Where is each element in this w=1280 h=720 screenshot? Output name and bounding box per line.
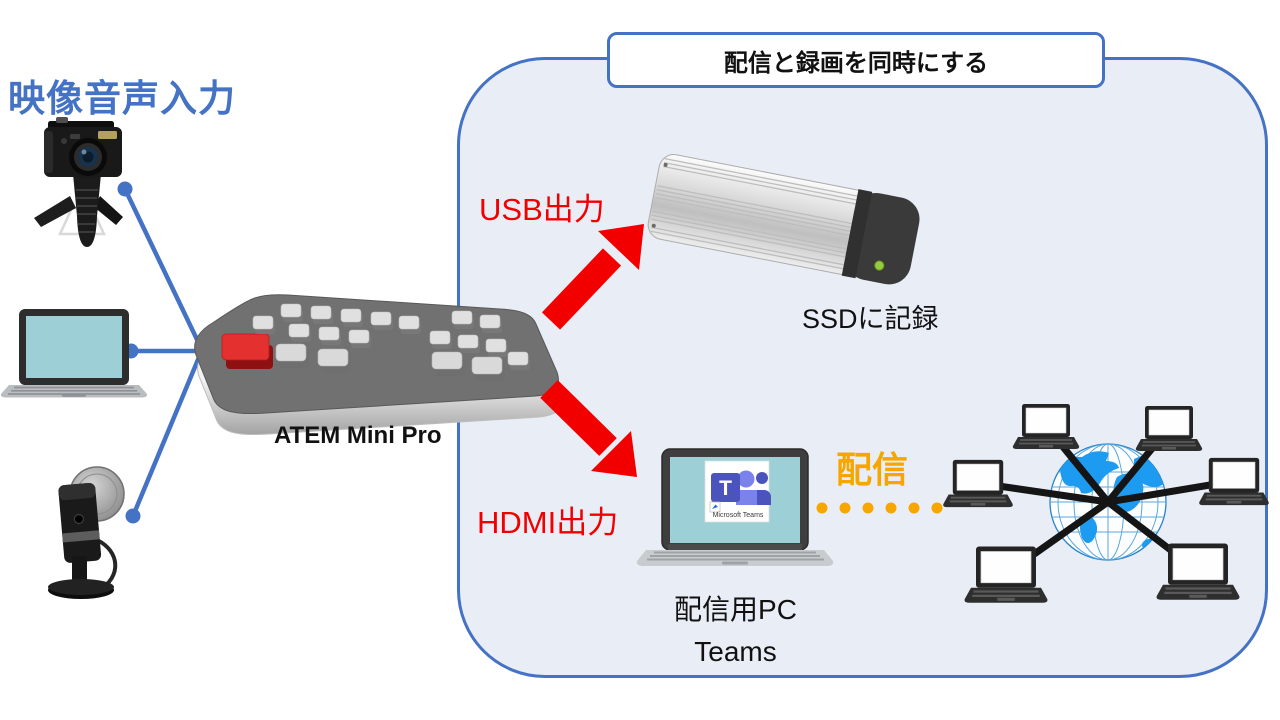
atem-mini-pro-label: ATEM Mini Pro xyxy=(274,422,442,449)
viewer-laptop xyxy=(1198,456,1270,507)
microsoft-teams-icon: T Microsoft Teams xyxy=(704,460,771,523)
stream-record-group-box xyxy=(457,57,1268,678)
atem-red-button xyxy=(221,333,273,369)
connector-dot xyxy=(125,508,141,524)
camera-icon xyxy=(34,117,123,247)
viewer-laptop xyxy=(963,545,1049,604)
teams-icon-letter: T xyxy=(719,477,732,500)
viewer-laptop xyxy=(942,458,1014,509)
usb-output-arrow xyxy=(541,224,644,330)
ssd-led xyxy=(874,260,885,271)
stream-label: 配信 xyxy=(836,449,909,490)
ssd-record-label: SSDに記録 xyxy=(802,304,939,334)
ssd-drive-icon xyxy=(647,154,920,285)
connector-dot xyxy=(117,181,133,197)
input-section-title: 映像音声入力 xyxy=(8,78,236,119)
streaming-pc-label: 配信用PC xyxy=(674,594,797,625)
stream-dotted-line xyxy=(816,502,943,514)
microphone-icon xyxy=(48,466,125,599)
input-laptop-icon xyxy=(0,309,148,398)
teams-label: Teams xyxy=(694,636,777,667)
streaming-laptop-icon: T Microsoft Teams xyxy=(636,448,834,566)
viewer-laptop xyxy=(1011,403,1081,450)
usb-output-label: USB出力 xyxy=(479,192,605,227)
atem-mini-pro-device xyxy=(194,294,562,436)
global-network xyxy=(942,403,1270,604)
globe-icon xyxy=(1049,443,1167,561)
group-box-title-text: 配信と録画を同時にする xyxy=(723,49,989,77)
viewer-laptop xyxy=(1134,405,1204,452)
streaming-pc-label-group: 配信用PC Teams xyxy=(648,588,823,668)
hdmi-output-label: HDMI出力 xyxy=(477,505,619,540)
hdmi-output-arrow xyxy=(540,380,637,477)
group-box-title: 配信と録画を同時にする xyxy=(607,32,1105,88)
viewer-laptop xyxy=(1155,542,1241,601)
teams-icon-caption: Microsoft Teams xyxy=(713,512,764,519)
